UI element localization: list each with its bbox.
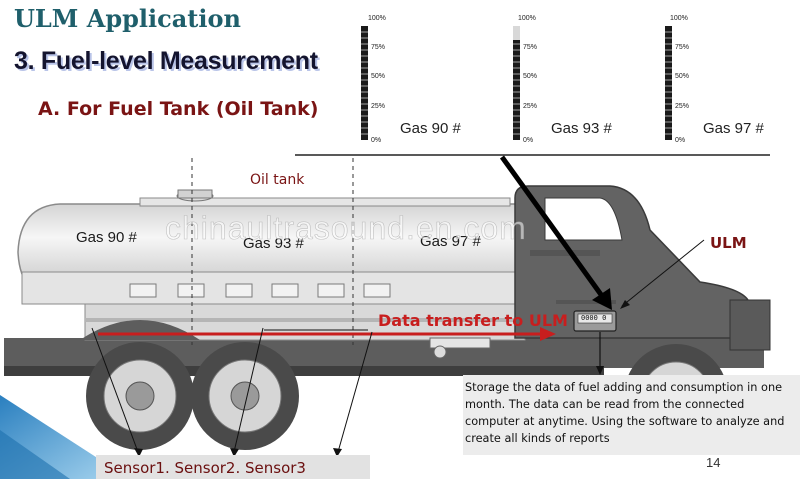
gauge-bar-1 [361,26,368,140]
sensor-label: Sensor1. Sensor2. Sensor3 [104,459,306,477]
gauge-to-device-arrow [499,155,612,310]
gauge-2-tick-100: 100% [518,15,536,22]
sub-title: A. For Fuel Tank (Oil Tank) [38,98,319,120]
sensor-arrowheads [134,448,342,457]
gauge-2-label: Gas 93 # [551,120,612,137]
gauge-1-tick-100: 100% [368,15,386,22]
gauge-1-tick-0: 0% [371,137,382,144]
storage-pointer [596,332,604,375]
oil-tank-label: Oil tank [250,172,305,188]
gauge-1-label: Gas 90 # [400,120,461,137]
ulm-device-display: 0000 0 [581,314,607,322]
data-transfer-arrow [98,327,556,341]
app-title: ULM Application [14,4,241,33]
sensor-label-box [96,455,370,479]
gauge-3-tick-50: 50% [675,73,690,80]
gauge-3-tick-100: 100% [670,15,688,22]
gauge-1-tick-75: 75% [371,44,386,51]
gauge-3-tick-75: 75% [675,44,690,51]
storage-note-text: Storage the data of fuel adding and cons… [465,381,785,445]
gauge-1-tick-25: 25% [371,103,386,110]
watermark: chinaultrasound.en.com [165,210,527,247]
gauge-3-label: Gas 97 # [703,120,764,137]
gauge-bar-2 [513,26,520,140]
gauge-1-tick-50: 50% [371,73,386,80]
page-number: 14 [706,455,721,470]
gauge-2-tick-50: 50% [523,73,538,80]
tank-compartment-2-label: Gas 93 # [243,235,304,252]
sensor-pointers [91,327,373,453]
tank-compartment-3-label: Gas 97 # [420,233,481,250]
data-transfer-label: Data transfer to ULM [378,311,568,330]
gauge-bar-3 [665,26,672,140]
gauge-2-tick-0: 0% [523,137,534,144]
ulm-pointer [620,239,705,309]
gauge-2-tick-25: 25% [523,103,538,110]
section-title: 3. Fuel-level Measurement [14,47,318,75]
gauge-3-tick-25: 25% [675,103,690,110]
storage-note-box [463,375,800,455]
ulm-label: ULM [710,234,747,252]
tank-compartment-1-label: Gas 90 # [76,229,137,246]
gauge-3-tick-0: 0% [675,137,686,144]
gauge-2-tick-75: 75% [523,44,538,51]
